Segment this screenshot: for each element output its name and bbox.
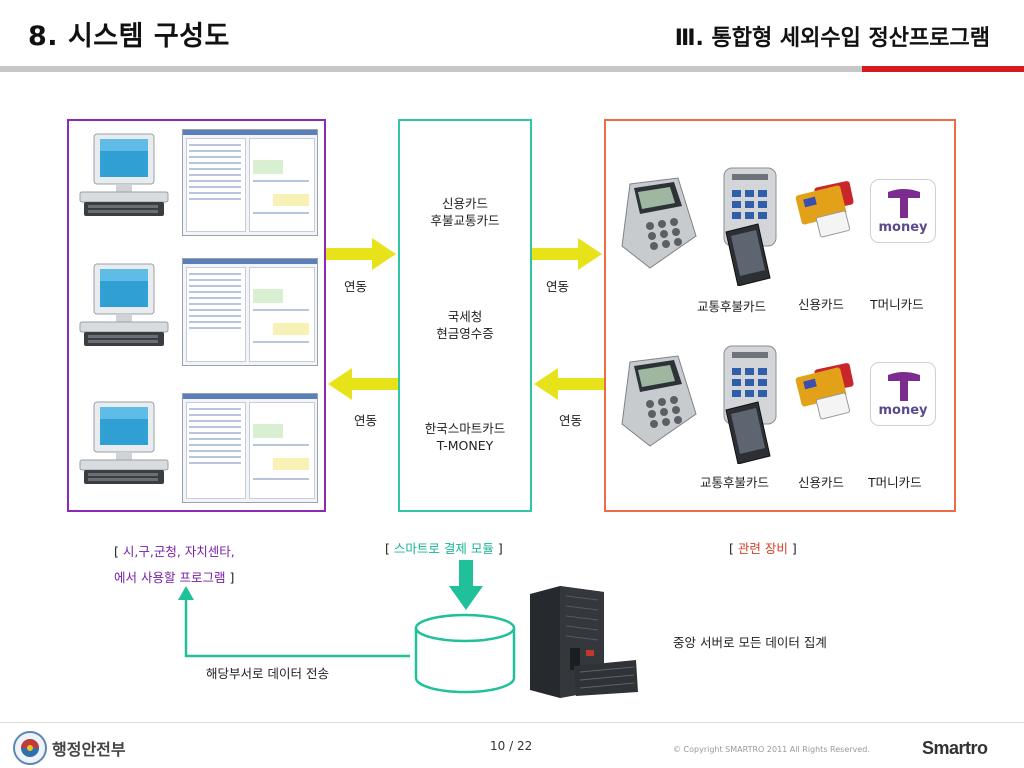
- tmoney-t-icon: [888, 372, 920, 401]
- program-screenshot-2: [182, 258, 318, 366]
- tmoney-logo: money: [870, 179, 936, 243]
- pc-workstation-2: [76, 260, 176, 359]
- server-rack-icon: [530, 586, 638, 698]
- tmoney-t-icon: [888, 189, 920, 218]
- link-label-right-bottom: 연동: [559, 413, 583, 428]
- desktop-computer-icon: [79, 401, 169, 484]
- card-terminal-icon: [621, 177, 697, 269]
- header-rule: [0, 66, 862, 72]
- page-title: 8. 시스템 구성도: [28, 21, 230, 52]
- equip-caption-top-credit: 신용카드: [798, 297, 845, 312]
- module-item-nts-line2: 현금영수증: [436, 326, 494, 341]
- bracket-open: [: [729, 541, 734, 556]
- credit-cards-icon: [795, 181, 854, 238]
- module-item-credit: 신용카드 후불교통카드: [398, 195, 532, 229]
- payment-kiosk-icon: [723, 167, 777, 286]
- tmoney-logo-text: money: [878, 403, 928, 418]
- module-label: [ 스마트로 결제 모듈 ]: [385, 538, 503, 557]
- ministry-name: 행정안전부: [52, 740, 126, 759]
- link-label-left-bottom: 연동: [354, 413, 378, 428]
- bracket-open: [: [114, 544, 119, 559]
- credit-cards-icon: [795, 363, 854, 420]
- brand-logo: Smartro: [922, 738, 988, 758]
- transfer-caption: 해당부서로 데이터 전송: [206, 666, 329, 681]
- header-rule-accent: [862, 66, 1024, 72]
- module-item-credit-line1: 신용카드: [441, 196, 488, 211]
- footer-rule: [0, 722, 1024, 723]
- tmoney-logo: money: [870, 362, 936, 426]
- payment-module-box: [398, 119, 532, 512]
- desktop-computer-icon: [79, 133, 169, 216]
- pc-workstation-3: [76, 398, 176, 497]
- arrow-right-icon: [532, 238, 602, 270]
- equip-caption-bottom-tmoney: T머니카드: [868, 475, 922, 490]
- equip-caption-top-tmoney: T머니카드: [870, 297, 924, 312]
- equip-caption-top-transit: 교통후불카드: [697, 299, 767, 314]
- arrow-down-icon: [449, 560, 483, 610]
- link-label-left-top: 연동: [344, 279, 368, 294]
- tmoney-logo-text: money: [878, 220, 928, 235]
- payment-kiosk-icon: [723, 345, 777, 464]
- users-label-line1: 시,구,군청, 자치센타,: [122, 544, 235, 559]
- arrow-left-icon: [328, 368, 398, 400]
- module-item-nts: 국세청 현금영수증: [398, 308, 532, 342]
- users-label: [ 시,구,군청, 자치센타,: [114, 541, 235, 560]
- desktop-computer-icon: [79, 263, 169, 346]
- users-label-2: 에서 사용할 프로그램 ]: [114, 567, 234, 586]
- bracket-close: ]: [497, 541, 503, 556]
- program-screenshot-1: [182, 129, 318, 236]
- user-programs-box: [67, 119, 326, 512]
- ministry-emblem-icon: [13, 731, 47, 765]
- card-terminal-icon: [621, 355, 697, 447]
- arrow-left-icon: [534, 368, 604, 400]
- module-item-credit-line2: 후불교통카드: [430, 213, 500, 228]
- equip-caption-bottom-transit: 교통후불카드: [700, 475, 770, 490]
- equip-label-text: 관련 장비: [737, 541, 788, 556]
- program-screenshot-3: [182, 393, 318, 503]
- server-caption: 중앙 서버로 모든 데이터 집계: [673, 635, 827, 650]
- module-item-tmoney-line2: T-MONEY: [436, 438, 494, 453]
- module-item-tmoney: 한국스마트카드 T-MONEY: [398, 420, 532, 454]
- return-path-arrow: [178, 586, 410, 658]
- page-number: 10 / 22: [490, 739, 533, 753]
- pc-workstation-1: [76, 130, 176, 229]
- module-item-tmoney-line1: 한국스마트카드: [424, 421, 506, 436]
- bracket-close: ]: [229, 570, 235, 585]
- equip-caption-bottom-credit: 신용카드: [798, 475, 845, 490]
- module-label-text: 스마트로 결제 모듈: [393, 541, 494, 556]
- copyright: © Copyright SMARTRO 2011 All Rights Rese…: [673, 745, 870, 754]
- database-icon: [414, 613, 516, 694]
- bracket-open: [: [385, 541, 390, 556]
- link-label-right-top: 연동: [546, 279, 570, 294]
- module-item-nts-line1: 국세청: [447, 309, 483, 324]
- arrow-right-icon: [326, 238, 396, 270]
- equip-label: [ 관련 장비 ]: [729, 538, 797, 557]
- section-title: Ⅲ. 통합형 세외수입 정산프로그램: [674, 26, 990, 51]
- users-label-line2: 에서 사용할 프로그램: [114, 570, 226, 585]
- equipment-box: [604, 119, 956, 512]
- bracket-close: ]: [791, 541, 797, 556]
